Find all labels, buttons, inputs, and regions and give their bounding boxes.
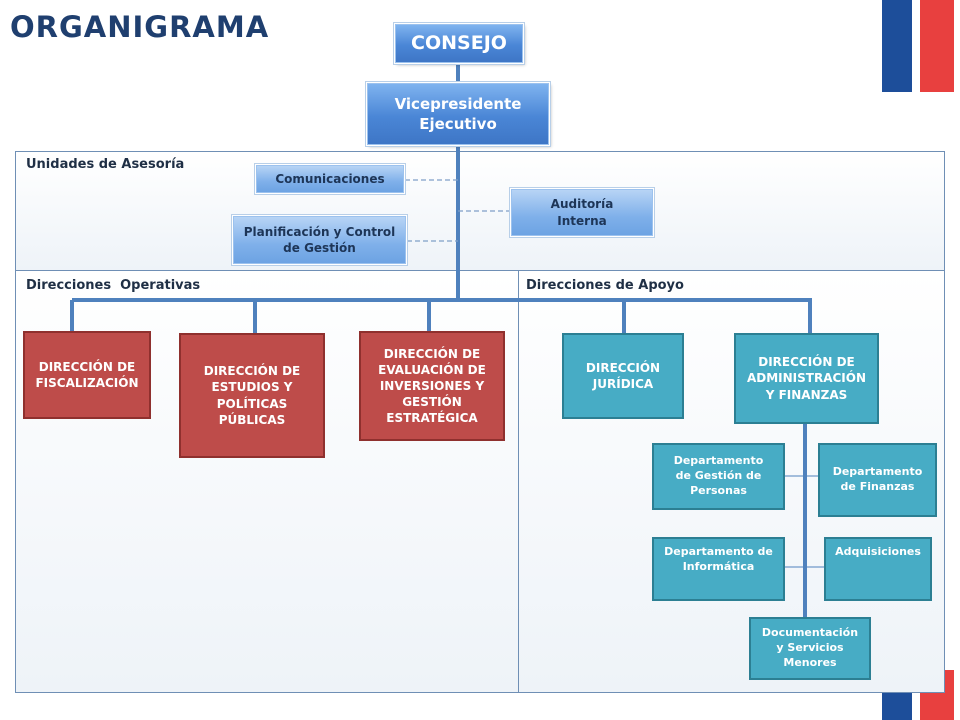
department-finanzas: Departamento de Finanzas: [818, 443, 937, 517]
direction-estudios: DIRECCIÓN DE ESTUDIOS Y POLÍTICAS PÚBLIC…: [179, 333, 325, 458]
department-adquisiciones: Adquisiciones: [824, 537, 932, 601]
communications-box: Comunicaciones: [256, 165, 404, 193]
council-box: CONSEJO: [395, 24, 523, 63]
direction-administracion: DIRECCIÓN DE ADMINISTRACIÓN Y FINANZAS: [734, 333, 879, 424]
vice-president-box: Vicepresidente Ejecutivo: [367, 83, 549, 145]
direction-evaluacion: DIRECCIÓN DE EVALUACIÓN DE INVERSIONES Y…: [359, 331, 505, 441]
department-documentacion: Documentación y Servicios Menores: [749, 617, 871, 680]
direction-juridica: DIRECCIÓN JURÍDICA: [562, 333, 684, 419]
advisory-panel-label: Unidades de Asesoría: [26, 157, 185, 172]
advisory-panel: [15, 151, 945, 271]
department-informatica: Departamento de Informática: [652, 537, 785, 601]
direction-fiscalizacion: DIRECCIÓN DE FISCALIZACIÓN: [23, 331, 151, 419]
planning-box: Planificación y Control de Gestión: [233, 216, 406, 264]
operational-panel-label: Direcciones Operativas: [26, 278, 201, 293]
support-panel-label: Direcciones de Apoyo: [526, 278, 684, 293]
department-personas: Departamento de Gestión de Personas: [652, 443, 785, 510]
page-title: ORGANIGRAMA: [10, 10, 270, 44]
flag-top-right: [882, 0, 954, 92]
audit-box: Auditoría Interna: [511, 189, 653, 236]
